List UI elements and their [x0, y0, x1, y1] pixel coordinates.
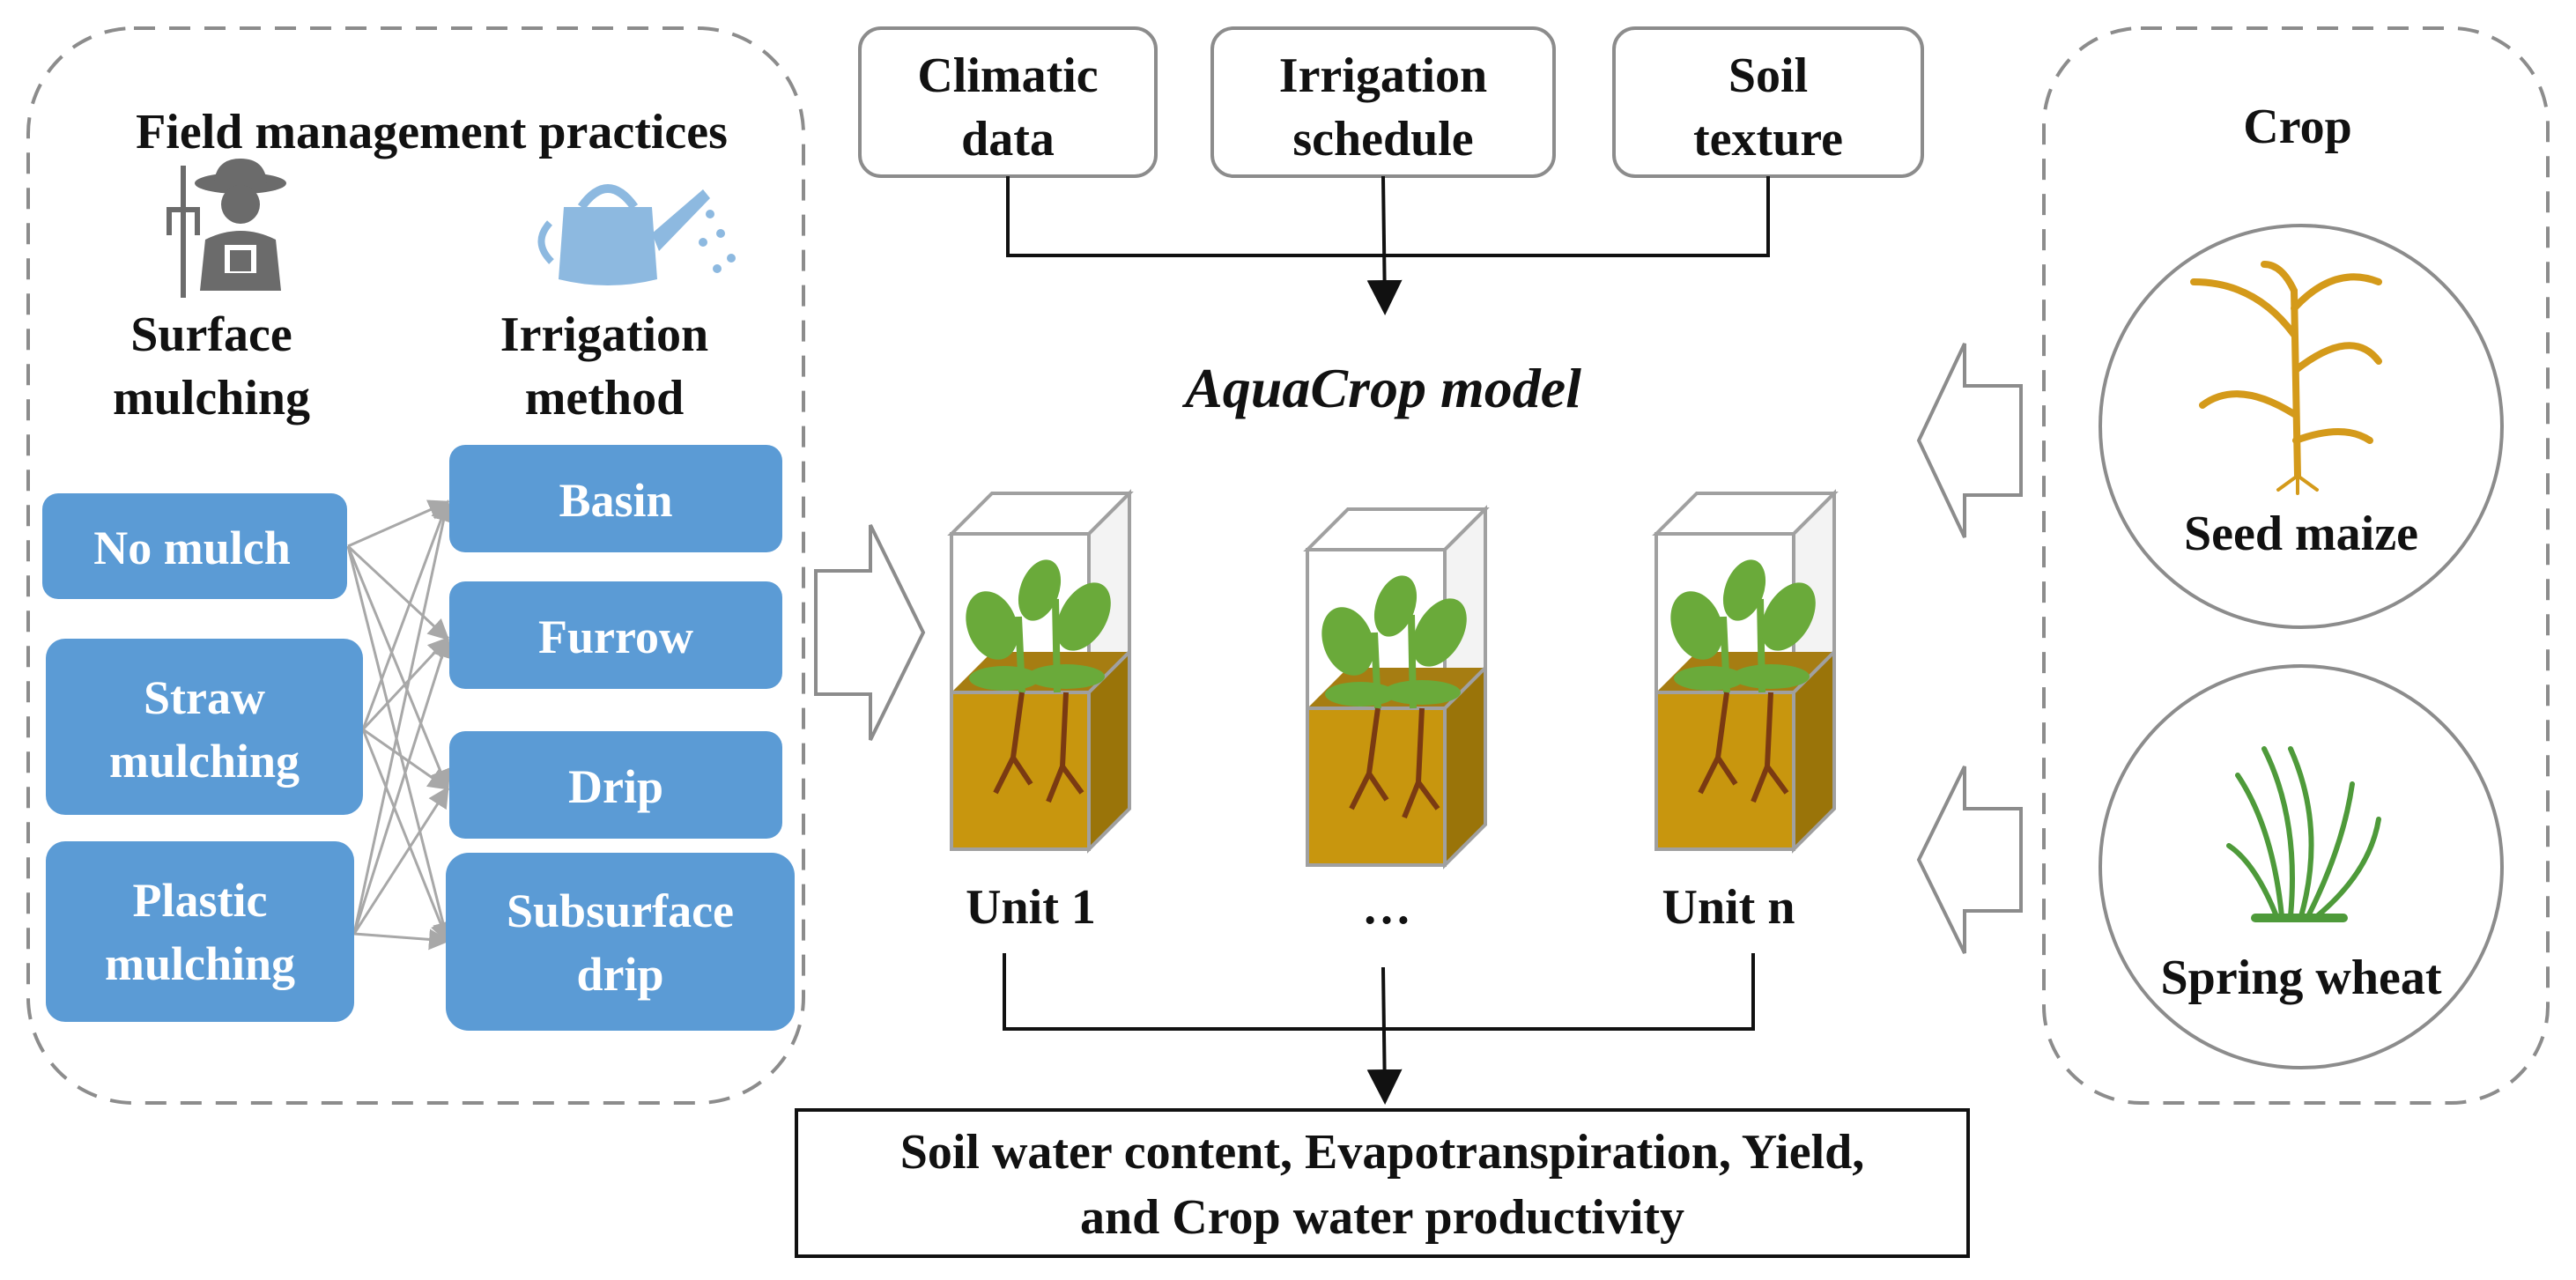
input-label-line1: Climatic: [917, 48, 1098, 103]
practice-connections: [346, 499, 455, 951]
crop-label-maize: Seed maize: [2184, 507, 2418, 561]
input-climatic-data: Climatic data: [858, 26, 1158, 178]
input-connectors: [1006, 175, 1770, 315]
field-management-title: Field management practices: [136, 105, 728, 159]
mulch-option-no-mulch: No mulch: [42, 493, 347, 599]
unit-label-1: Unit 1: [966, 880, 1096, 935]
input-label-line1: Soil: [1728, 48, 1808, 103]
mulch-option-plastic: Plastic mulching: [46, 841, 354, 1022]
input-label-line2: schedule: [1292, 112, 1473, 166]
irrigation-option-drip: Drip: [449, 731, 782, 839]
irrigation-label-line1: Furrow: [538, 610, 693, 663]
input-soil-texture: Soil texture: [1612, 26, 1924, 178]
watering-can-icon: [537, 184, 736, 285]
mulch-label-line1: Straw: [144, 671, 265, 724]
model-title: AquaCrop model: [1181, 357, 1581, 419]
input-label-line2: texture: [1693, 112, 1843, 166]
crop-panel-border: [2042, 26, 2550, 1105]
output-box: Soil water content, Evapotranspiration, …: [795, 1108, 1970, 1258]
irrigation-label-line1: Subsurface: [507, 884, 734, 937]
farmer-icon: [167, 159, 286, 298]
irrigation-label-line2: drip: [576, 948, 663, 1001]
wheat-to-model-arrow: [1916, 766, 2023, 954]
field-management-panel-border: [26, 26, 805, 1105]
wheat-plant-icon: [2226, 746, 2381, 922]
irrigation-label-line1: Basin: [559, 474, 672, 527]
unit-box-1: [947, 489, 1134, 854]
input-label-line2: data: [961, 112, 1055, 166]
surface-mulching-header-line2: mulching: [113, 371, 310, 425]
practices-to-model-arrow: [814, 524, 926, 741]
input-irrigation-schedule: Irrigation schedule: [1210, 26, 1556, 178]
unit-box-middle: [1303, 505, 1490, 869]
irrigation-option-furrow: Furrow: [449, 581, 782, 689]
output-label-line1: Soil water content, Evapotranspiration, …: [900, 1125, 1865, 1180]
irrigation-option-basin: Basin: [449, 445, 782, 552]
maize-to-model-arrow: [1916, 343, 2023, 538]
unit-label-middle: …: [1362, 880, 1411, 935]
irrigation-label-line1: Drip: [568, 760, 663, 813]
crop-panel: Crop Seed maize Spring wheat: [2042, 26, 2550, 1105]
mulch-label-line1: No mulch: [93, 522, 291, 574]
crop-circle-maize: [2099, 224, 2504, 629]
field-management-panel: Field management practices Sur: [26, 26, 805, 1105]
mulch-label-line2: mulching: [109, 735, 300, 788]
crop-panel-title: Crop: [2243, 100, 2351, 154]
irrigation-method-header-line1: Irrigation: [500, 307, 708, 362]
surface-mulching-header-line1: Surface: [130, 307, 292, 362]
input-label-line1: Irrigation: [1279, 48, 1487, 103]
crop-circle-wheat: [2099, 664, 2504, 1069]
maize-plant-icon: [2190, 261, 2382, 495]
mulch-label-line2: mulching: [105, 937, 295, 990]
output-label-line2: and Crop water productivity: [1080, 1190, 1684, 1245]
unit-connectors: [1003, 953, 1755, 1105]
unit-box-n: [1652, 489, 1839, 854]
mulch-option-straw: Straw mulching: [46, 639, 363, 815]
crop-label-wheat: Spring wheat: [2161, 951, 2442, 1005]
irrigation-option-subsurface-drip: Subsurface drip: [446, 853, 795, 1031]
unit-label-n: Unit n: [1662, 880, 1795, 935]
irrigation-method-header-line2: method: [525, 371, 684, 425]
mulch-label-line1: Plastic: [133, 874, 268, 927]
